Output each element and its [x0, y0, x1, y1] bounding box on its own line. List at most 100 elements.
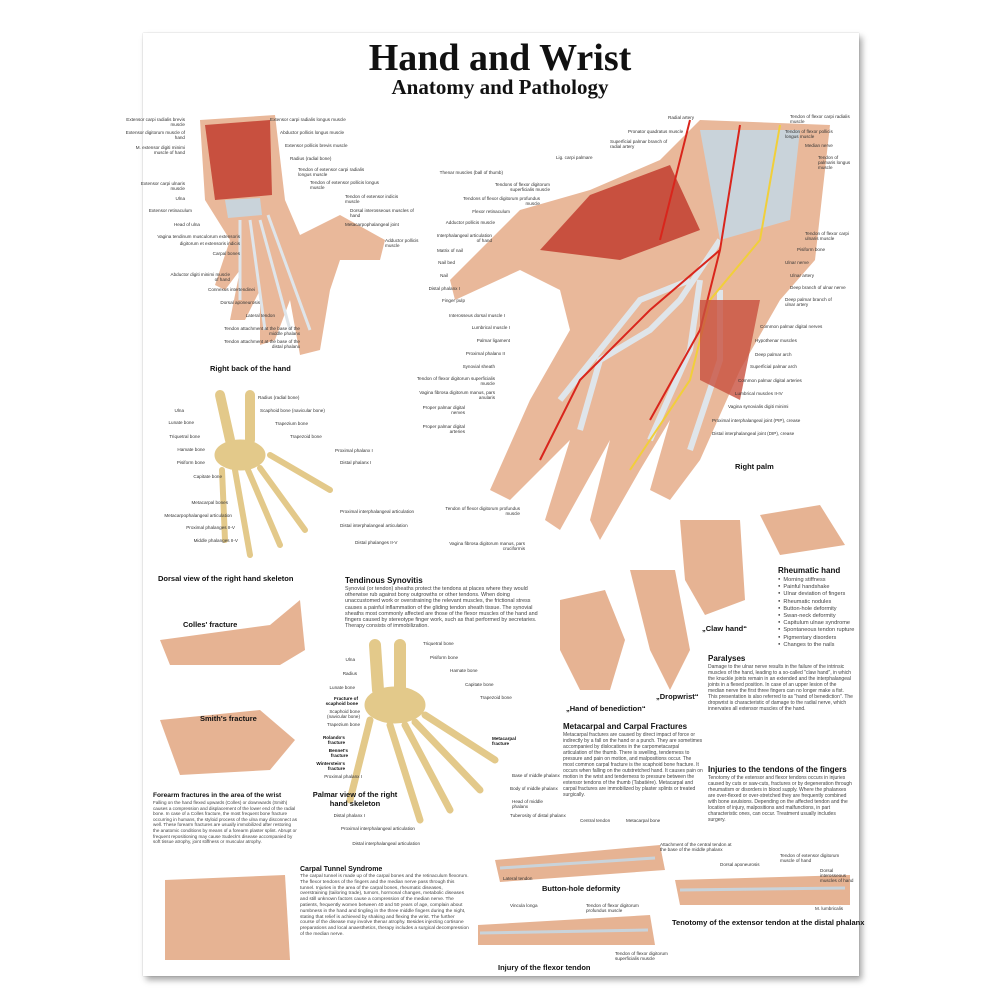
- label: Triquetral bone: [423, 641, 454, 646]
- label: Distal phalanx I: [428, 286, 460, 291]
- list-item: Painful handshake: [778, 583, 858, 590]
- label: Extensor retinaculum: [148, 208, 192, 213]
- section-carpal-tunnel: Carpal Tunnel Syndrome The carpal tunnel…: [300, 866, 470, 938]
- label: Pisiform bone: [176, 460, 205, 465]
- colles-hand: [160, 600, 305, 665]
- section-tendon-injuries: Injuries to the tendons of the fingers T…: [708, 765, 854, 823]
- label: Metacarpophalangeal articulation: [164, 513, 232, 518]
- label: Proper palmar digital arteries: [422, 424, 465, 434]
- label: Scaphoid bone (navicular bone): [327, 709, 360, 719]
- label: Tendon of flexor digitorum profundus mus…: [586, 903, 639, 913]
- label: Lateral tendon: [245, 313, 275, 318]
- poster-title: Hand and Wrist: [368, 37, 632, 79]
- pathology-hand-illustrations: [160, 505, 845, 960]
- label: Distal interphalangeal articulation: [340, 523, 408, 528]
- label: Proper palmar digital nerves: [422, 405, 465, 415]
- rheumatic-list: Morning stiffness Painful handshake Ulna…: [778, 576, 858, 648]
- label: Proximal phalanx II: [465, 351, 505, 356]
- label: Extensor pollicis brevis muscle: [285, 143, 348, 148]
- label: Adductor pollicis muscle: [445, 220, 495, 225]
- label: Superficial palmar arch: [750, 364, 797, 369]
- caption-back-hand: Right back of the hand: [210, 364, 291, 373]
- label: Pronator quadratus muscle: [628, 129, 684, 134]
- list-item: Rheumatic nodules: [778, 598, 858, 605]
- section-body: Synovial (or tendon) sheaths protect the…: [345, 586, 538, 630]
- label: Pisiform bone: [797, 247, 826, 252]
- label: Dorsal interosseous muscles of hand: [350, 208, 414, 218]
- caption-colles: Colles' fracture: [183, 620, 238, 629]
- label: Tendon of flexor pollicis longus muscle: [785, 129, 833, 139]
- section-title: Paralyses: [708, 654, 746, 663]
- rheumatic-hand: [760, 505, 845, 555]
- label: Distal interphalangeal joint (DIP), crea…: [712, 431, 795, 436]
- label: Hamate bone: [177, 447, 205, 452]
- label: Palmar ligament: [476, 338, 510, 343]
- label: Tendon of flexor carpi radialis muscle: [790, 114, 850, 124]
- label: Deep branch of ulnar nerve: [790, 285, 846, 290]
- label: Hamate bone: [450, 668, 478, 673]
- carpal-tunnel-illustration: [165, 875, 290, 960]
- label: Central tendon: [580, 818, 611, 823]
- label: Deep palmar branch of ulnar artery: [785, 297, 832, 307]
- label: Vagina fibrosa digitorum manus, pars anu…: [419, 390, 495, 400]
- label: Deep palmar arch: [755, 352, 792, 357]
- label: Distal phalanges II-V: [355, 540, 398, 545]
- label: Extensor carpi ulnaris muscle: [140, 181, 185, 191]
- caption-buttonhole: Button-hole deformity: [542, 884, 621, 893]
- caption-claw-hand: „Claw hand“: [702, 624, 748, 633]
- label: Proximal phalanx I: [335, 448, 373, 453]
- section-title: Forearm fractures in the area of the wri…: [153, 792, 282, 799]
- label: Tendon of flexor digitorum superficialis…: [416, 376, 495, 386]
- label: Interosseus dorsal muscle I: [449, 313, 505, 318]
- caption-right-palm: Right palm: [735, 462, 774, 471]
- section-title: Metacarpal and Carpal Fractures: [563, 722, 688, 731]
- label: Dorsal aponeurosis: [720, 862, 760, 867]
- caption-palmar-skeleton: Palmar view of the right hand skeleton: [312, 790, 398, 808]
- label: Dorsal interosseous muscles of hand: [820, 868, 854, 883]
- label: Lateral tendon: [503, 876, 533, 881]
- label: Trapezoid bone: [480, 695, 512, 700]
- label: Tendons of flexor digitorum superficiali…: [494, 182, 550, 192]
- label: M. lumbricalis: [815, 906, 844, 911]
- label: Hypothenar muscles: [755, 338, 797, 343]
- dropwrist-hand: [630, 570, 690, 690]
- label: Dorsal aponeurosis: [220, 300, 260, 305]
- section-paralyses: Paralyses Damage to the ulnar nerve resu…: [708, 654, 853, 712]
- label: Head of middle phalanx: [512, 799, 543, 809]
- label: Adductor pollicis muscle: [385, 238, 419, 248]
- section-title: Carpal Tunnel Syndrome: [300, 866, 383, 873]
- section-synovitis: Tendinous Synovitis Synovial (or tendon)…: [345, 576, 540, 629]
- list-item: Morning stiffness: [778, 576, 858, 583]
- label: Pisiform bone: [430, 655, 459, 660]
- label: Finger pulp: [442, 298, 465, 303]
- list-item: Button-hole deformity: [778, 605, 858, 612]
- label: Tuberosity of distal phalanx: [510, 813, 566, 818]
- caption-flexor-injury: Injury of the flexor tendon: [498, 963, 591, 972]
- label: Trapezoid bone: [290, 434, 322, 439]
- label: Distal interphalangeal articulation: [352, 841, 420, 846]
- label: Body of middle phalanx: [510, 786, 558, 791]
- label: Proximal phalanges II-V: [186, 525, 235, 530]
- label: Vagina synovialis digiti minimi: [728, 404, 789, 409]
- list-item: Pigmentary disorders: [778, 634, 858, 641]
- label: Extensor carpi radialis brevis muscle: [126, 117, 185, 127]
- back-of-hand-illustration: [200, 115, 385, 355]
- label: Ulnar nerve: [785, 260, 809, 265]
- label: Abductor digiti minimi muscle of hand: [170, 272, 230, 282]
- label: Proximal phalanx I: [324, 774, 362, 779]
- label: Distal phalanx I: [340, 460, 372, 465]
- label: Proximal interphalangeal joint (PIP), cr…: [712, 418, 801, 423]
- label: Connexus intertendinei: [208, 287, 255, 292]
- label: Common palmar digital arteries: [738, 378, 802, 383]
- label: Metacarpal bone: [626, 818, 661, 823]
- section-body: Damage to the ulnar nerve results in the…: [708, 664, 853, 712]
- label: Tendon of extensor indicis muscle: [345, 194, 399, 204]
- label: Median nerve: [805, 143, 833, 148]
- label: Vagina fibrosa digitorum manus, pars cru…: [449, 541, 525, 551]
- label: Metacarpal bones: [191, 500, 228, 505]
- right-palm-illustration: [450, 119, 830, 540]
- label: Base of middle phalanx: [512, 773, 560, 778]
- label: Interphalangeal articulation of hand: [436, 233, 492, 243]
- label: Nail: [440, 273, 448, 278]
